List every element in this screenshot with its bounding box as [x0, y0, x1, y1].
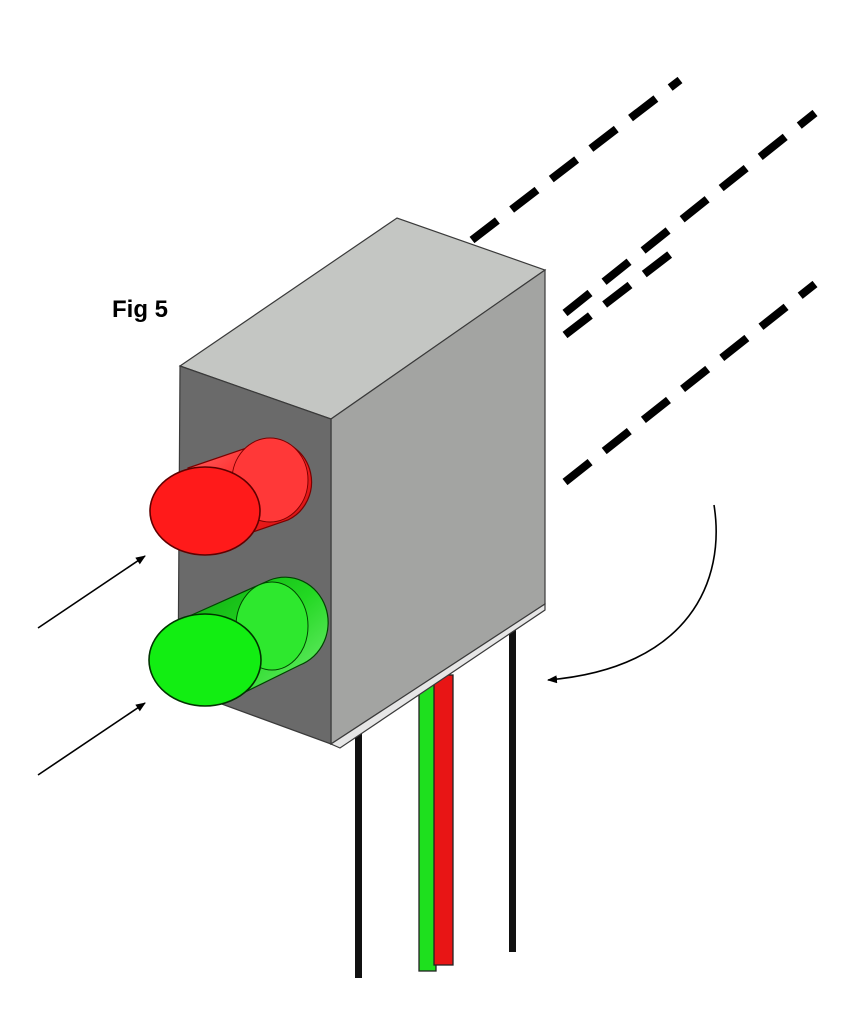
lead-pins [355, 620, 516, 978]
lead-pin-red [433, 674, 454, 966]
incoming-arrows [37, 555, 146, 776]
lead-pin-left [355, 728, 362, 978]
dashed-line-3 [562, 241, 685, 339]
projection-dashed-lines [469, 76, 818, 486]
arrow-lower [37, 702, 146, 776]
dashed-line-1 [469, 76, 683, 244]
dashed-line-2 [562, 109, 818, 317]
arrow-upper [37, 555, 146, 629]
red-led-lens [149, 466, 261, 556]
rotation-arrow [547, 504, 717, 684]
green-led-lens [148, 613, 262, 707]
green-led [148, 576, 329, 707]
lead-pin-right [509, 620, 516, 952]
figure-label: Fig 5 [112, 296, 169, 323]
dashed-line-4 [562, 280, 818, 486]
housing-bottom-sliver [329, 602, 546, 749]
red-led [149, 437, 313, 556]
